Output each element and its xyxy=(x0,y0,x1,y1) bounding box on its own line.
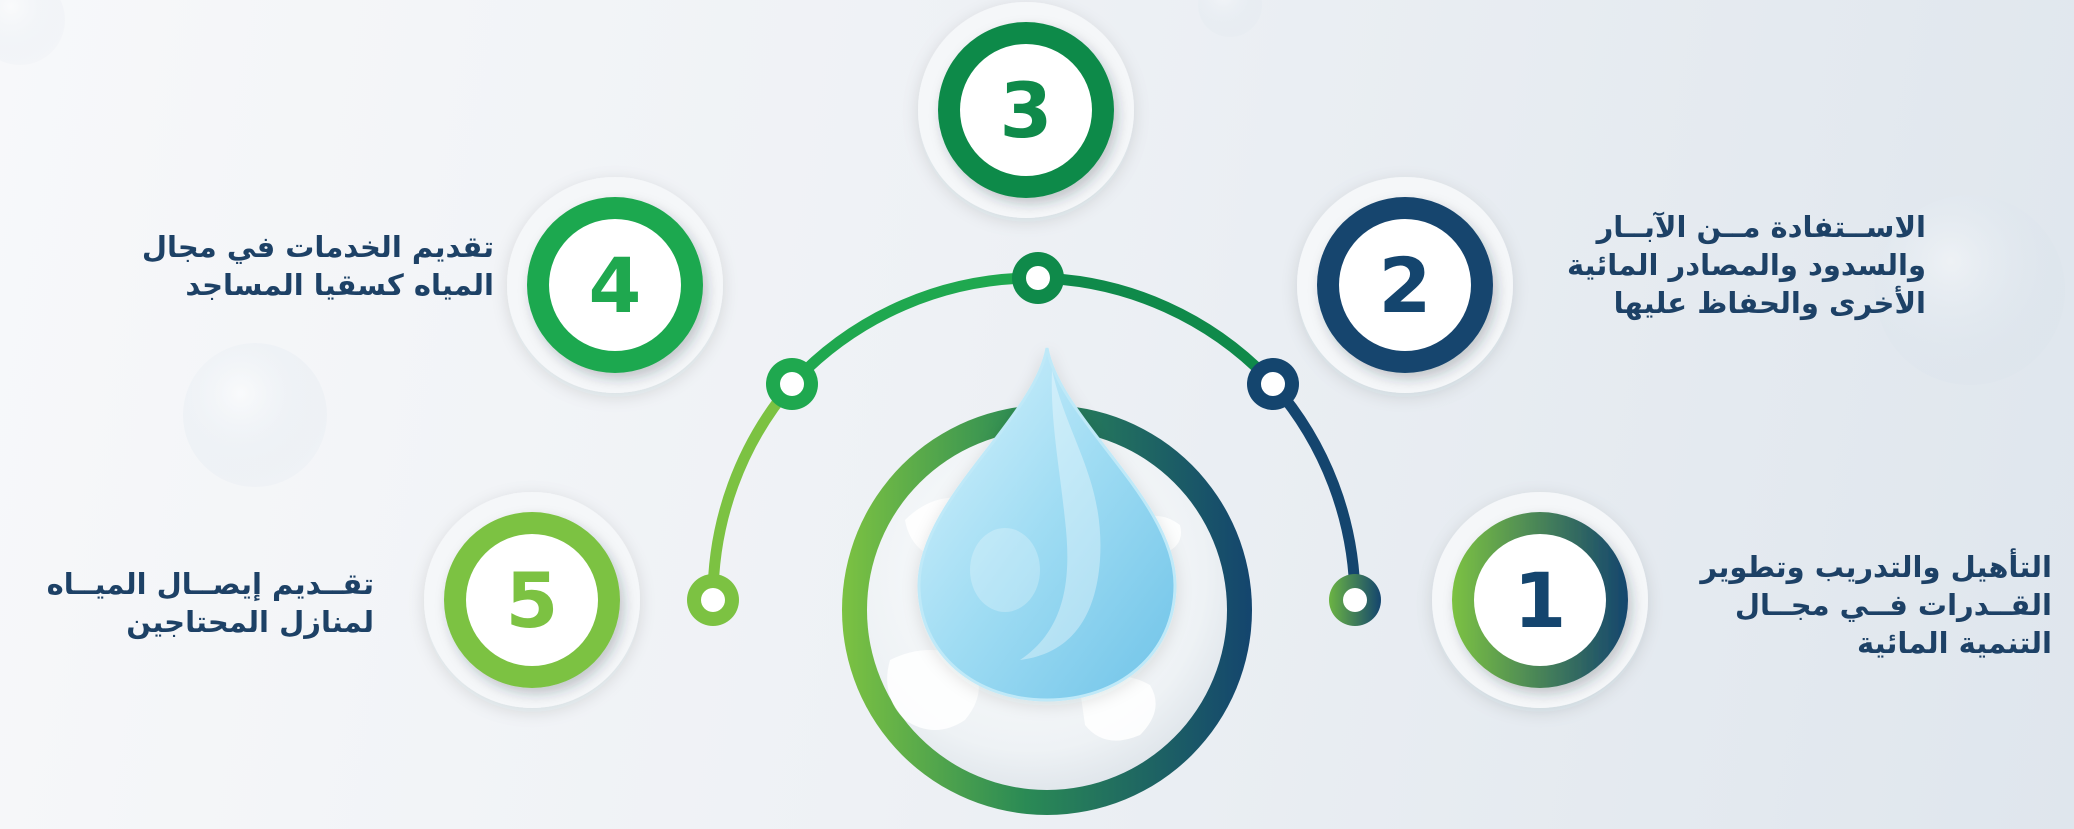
step-label-4-line-1: تقديم الخدمات في مجال xyxy=(141,230,494,264)
step-label-1-line-1: التأهيل والتدريب وتطوير xyxy=(1700,550,2052,584)
step-badge-2: 2 xyxy=(1297,177,1513,393)
step-badge-5: 5 xyxy=(424,492,640,708)
step-badge-1: 1 xyxy=(1432,492,1648,708)
background-bubbles xyxy=(0,0,2065,487)
water-drop-icon xyxy=(917,347,1177,702)
connector-arcs xyxy=(707,272,1361,606)
step-label-4: تقديم الخدمات في مجال المياه كسقيا المسا… xyxy=(142,228,494,304)
step-badge-3: 3 xyxy=(918,2,1134,218)
step-number-5: 5 xyxy=(506,556,559,645)
connector-dots xyxy=(687,252,1381,626)
step-number-4: 4 xyxy=(589,241,642,330)
step-label-4-line-2: المياه كسقيا المساجد xyxy=(185,268,494,302)
step-number-2: 2 xyxy=(1379,241,1432,330)
step-label-2-line-2: والسدود والمصادر المائية xyxy=(1566,248,1926,282)
step-label-2-line-3: الأخرى والحفاظ عليها xyxy=(1613,286,1926,320)
step-label-5: تقــديم إيصــال الميــاه لمنازل المحتاجي… xyxy=(47,565,374,641)
step-label-1-line-2: القــدرات فــي مجــال xyxy=(1734,588,2052,622)
step-label-5-line-1: تقــديم إيصــال الميــاه xyxy=(46,567,374,601)
step-label-1-line-3: التنمية المائية xyxy=(1857,626,2052,660)
step-label-1: التأهيل والتدريب وتطوير القــدرات فــي م… xyxy=(1700,548,2052,662)
step-number-3: 3 xyxy=(1000,66,1053,155)
step-label-2-line-1: الاســتفادة مــن الآبــار xyxy=(1596,210,1926,244)
step-label-5-line-2: لمنازل المحتاجين xyxy=(126,605,374,639)
step-number-1: 1 xyxy=(1514,556,1567,645)
step-badge-4: 4 xyxy=(507,177,723,393)
step-label-2: الاســتفادة مــن الآبــار والسدود والمصا… xyxy=(1567,208,1926,322)
